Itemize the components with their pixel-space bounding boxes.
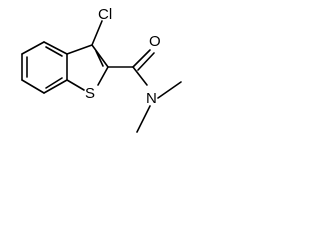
bond	[21, 79, 45, 94]
bond	[66, 44, 93, 55]
bond-c-o	[132, 49, 151, 68]
bond-c-n	[132, 66, 148, 86]
bond	[21, 41, 45, 55]
bond	[43, 41, 68, 55]
sulfur-label: S	[85, 85, 95, 102]
nitrogen-label: N	[146, 90, 157, 107]
double-bond-inner	[45, 77, 63, 89]
chlorine-label: Cl	[98, 6, 112, 23]
bond-c-o-double	[137, 52, 155, 71]
bond-n-methyl	[136, 105, 151, 133]
bond	[91, 44, 109, 68]
structure-diagram: Cl S O N	[0, 0, 235, 143]
benzene-ring	[21, 41, 68, 94]
amide-group	[107, 49, 182, 133]
oxygen-label: O	[149, 33, 161, 50]
bond-c-cl	[91, 20, 103, 46]
double-bond-inner	[95, 50, 104, 67]
bond	[66, 79, 85, 91]
molecule-drawing: Cl S O N	[21, 6, 182, 133]
thiophene-ring	[66, 44, 109, 91]
bond	[97, 66, 109, 86]
bond-n-methyl	[157, 81, 182, 99]
bond	[43, 79, 68, 94]
double-bond-inner	[45, 46, 63, 57]
